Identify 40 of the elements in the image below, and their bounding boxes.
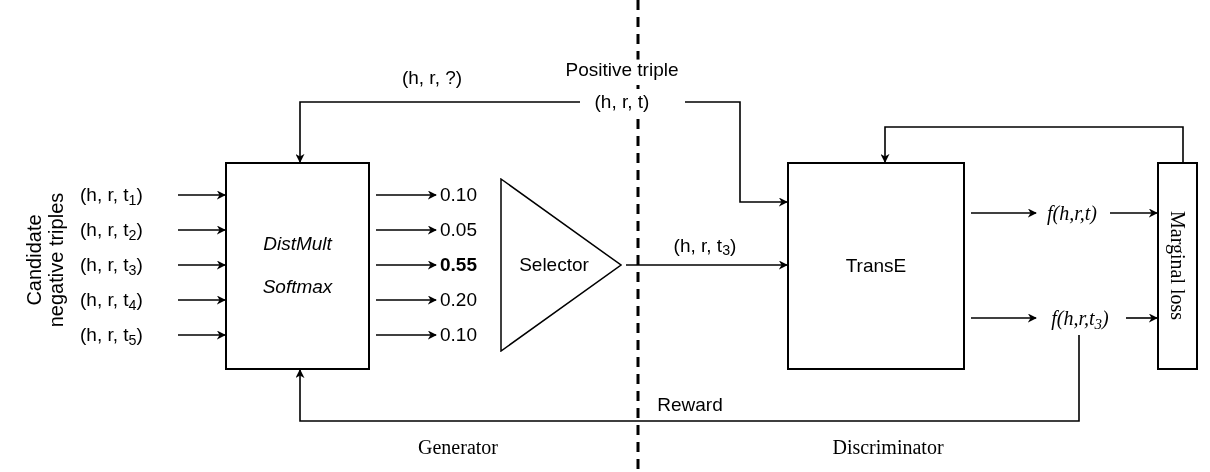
arrow xyxy=(177,260,226,270)
triple-text: (h, r, t$_{4}$) xyxy=(80,287,172,313)
arrow xyxy=(375,260,437,270)
arrow xyxy=(1109,208,1158,218)
loss-box xyxy=(1157,162,1198,370)
model-name: Softmax xyxy=(262,277,333,298)
model-name: DistMult xyxy=(263,234,332,255)
triple-text: (h, r, t$_{2}$) xyxy=(80,217,172,243)
caption-text: Positive triple xyxy=(565,59,679,81)
probability-value: 0.10 xyxy=(440,182,492,208)
probability-value: 0.55 xyxy=(440,252,492,278)
selector-label: Selector xyxy=(519,254,589,276)
triple-text: (h, r, t$_{3}$) xyxy=(80,252,172,278)
probability-value: 0.20 xyxy=(440,287,492,313)
arrow xyxy=(295,101,581,163)
arrow xyxy=(970,313,1037,323)
loss-label: Marginal loss xyxy=(1166,211,1189,321)
model-box xyxy=(787,162,965,370)
probability-value: 0.10 xyxy=(440,322,492,348)
triple-text: (h, r, t$_{5}$) xyxy=(80,322,172,348)
arrow xyxy=(684,101,788,207)
arrow xyxy=(375,295,437,305)
arrow xyxy=(177,190,226,200)
arrow xyxy=(177,295,226,305)
triple-text: (h, r, t$_{1}$) xyxy=(80,182,172,208)
arrow xyxy=(375,225,437,235)
model-name: TransE xyxy=(845,255,907,277)
arrow xyxy=(177,330,226,340)
score-text: f(h,r,t$_{3}$) xyxy=(1040,305,1120,331)
arrow xyxy=(295,334,1080,422)
arrow xyxy=(375,190,437,200)
arrow xyxy=(1125,313,1158,323)
arrow xyxy=(970,208,1037,218)
arrow xyxy=(375,330,437,340)
generator-box xyxy=(225,162,370,370)
arrow xyxy=(177,225,226,235)
arrow xyxy=(625,260,788,270)
arrow xyxy=(880,126,1184,163)
probability-value: 0.05 xyxy=(440,217,492,243)
score-text: f(h,r,t) xyxy=(1040,200,1104,226)
